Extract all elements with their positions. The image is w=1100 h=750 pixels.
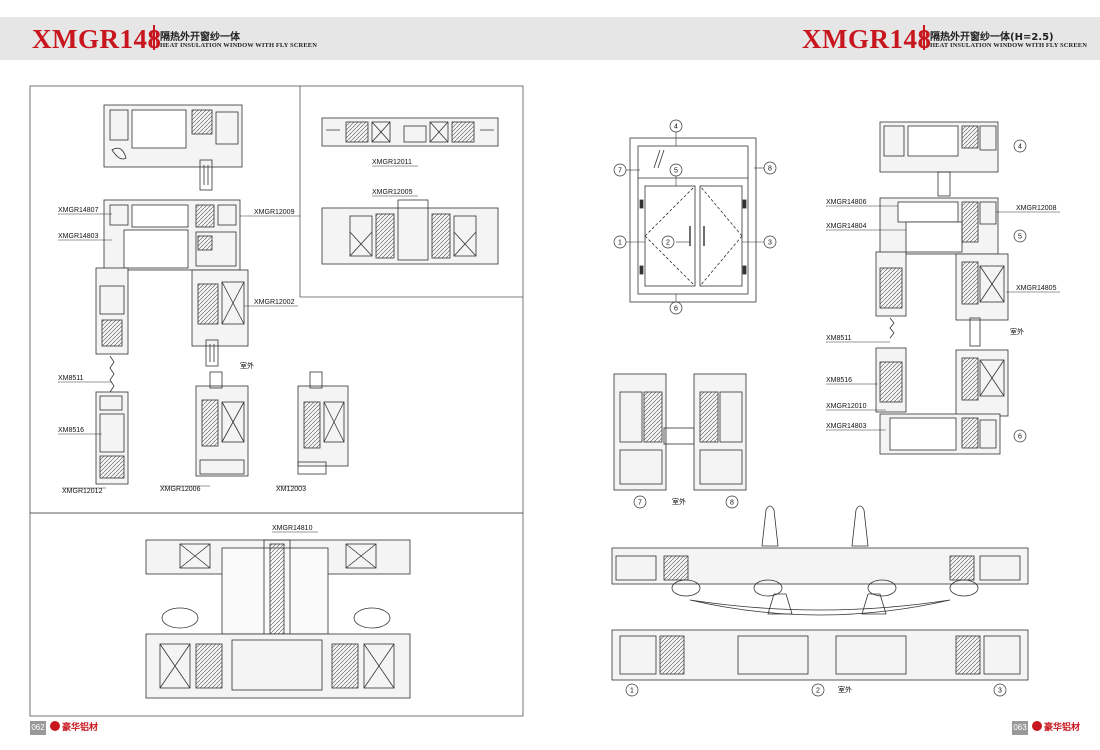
label-xmgr12008: XMGR12008 <box>1016 205 1057 212</box>
label-xmgr14805: XMGR14805 <box>1016 285 1057 292</box>
right-brand-name: 豪华铝材 <box>1044 723 1081 733</box>
label-outdoor-right-section: 室外 <box>1010 327 1024 336</box>
label-xmgr12006: XMGR12006 <box>160 486 201 493</box>
callout-3-elev: 3 <box>768 240 772 247</box>
label-outdoor-sash: 室外 <box>672 497 686 506</box>
left-frame-borders <box>29 85 524 717</box>
right-title-divider <box>923 25 925 50</box>
right-page-title: XMGR148 <box>802 24 932 54</box>
callout-circles <box>613 119 1027 697</box>
label-xmgr14810: XMGR14810 <box>272 525 313 532</box>
brand-mark-icon <box>50 721 60 731</box>
right-title-english: HEAT INSULATION WINDOW WITH FLY SCREEN <box>930 42 1088 49</box>
callout-5-section: 5 <box>1018 234 1022 241</box>
left-brand-logo: 豪华铝材 <box>50 720 98 736</box>
label-xmgr12011: XMGR12011 <box>372 159 412 166</box>
callout-2-elev: 2 <box>666 240 670 247</box>
callout-4-section: 4 <box>1018 144 1022 151</box>
label-xmgr12005: XMGR12005 <box>372 189 413 196</box>
label-xm8516-right: XM8516 <box>826 377 852 384</box>
callout-7-elev: 7 <box>618 168 622 175</box>
label-xmgr12009: XMGR12009 <box>254 209 295 216</box>
label-outdoor-horizontal: 室外 <box>838 685 852 694</box>
left-header-band <box>0 17 1100 60</box>
label-xmgr12002: XMGR12002 <box>254 299 295 306</box>
label-xm12003: XM12003 <box>276 486 306 493</box>
callout-6-section: 6 <box>1018 434 1022 441</box>
left-title-chinese: 隔热外开窗纱一体 <box>160 32 240 43</box>
right-vertical-section <box>875 121 1009 455</box>
callout-1-section: 1 <box>630 688 634 695</box>
right-title-chinese: 隔热外开窗纱一体(H=2.5) <box>930 32 1054 43</box>
window-elevation <box>629 137 757 303</box>
left-brand-name: 豪华铝材 <box>62 723 99 733</box>
label-xmgr14806: XMGR14806 <box>826 199 867 206</box>
label-xm8511-right: XM8511 <box>826 335 852 342</box>
right-vertical-leader-lines <box>826 205 1060 431</box>
left-title-english: HEAT INSULATION WINDOW WITH FLY SCREEN <box>160 42 318 49</box>
label-xmgr14807: XMGR14807 <box>58 207 99 214</box>
label-xmgr12010: XMGR12010 <box>826 403 867 410</box>
callout-8-section: 8 <box>730 500 734 507</box>
label-xmgr14803-right: XMGR14803 <box>826 423 867 430</box>
right-brand-logo: 豪华铝材 <box>1032 720 1080 736</box>
label-xm8516: XM8516 <box>58 427 84 434</box>
label-xmgr14804: XMGR14804 <box>826 223 867 230</box>
label-outdoor-left: 室外 <box>240 361 254 370</box>
left-leader-lines <box>58 165 418 533</box>
label-xm8511: XM8511 <box>58 375 84 382</box>
left-title-divider <box>153 25 155 50</box>
callout-1-elev: 1 <box>618 240 622 247</box>
label-xmgr14803: XMGR14803 <box>58 233 99 240</box>
callout-7-section: 7 <box>638 500 642 507</box>
callout-2-section: 2 <box>816 688 820 695</box>
left-horizontal-section <box>145 539 411 699</box>
callout-4-elev: 4 <box>674 124 678 131</box>
right-horizontal-section <box>611 505 1029 681</box>
callout-5-elev: 5 <box>674 168 678 175</box>
right-page-number: 063 <box>1012 721 1028 735</box>
left-page-title: XMGR148 <box>32 24 162 54</box>
callout-8-elev: 8 <box>768 166 772 173</box>
callout-6-elev: 6 <box>674 306 678 313</box>
brand-mark-icon <box>1032 721 1042 731</box>
elevation-callout-leaders <box>626 132 768 304</box>
sash-meeting-section <box>613 373 747 491</box>
left-page-number: 062 <box>30 721 46 735</box>
left-vertical-section <box>95 104 349 485</box>
label-xmgr12012: XMGR12012 <box>62 488 103 495</box>
left-mullion-profiles <box>321 117 499 265</box>
callout-3-section: 3 <box>998 688 1002 695</box>
